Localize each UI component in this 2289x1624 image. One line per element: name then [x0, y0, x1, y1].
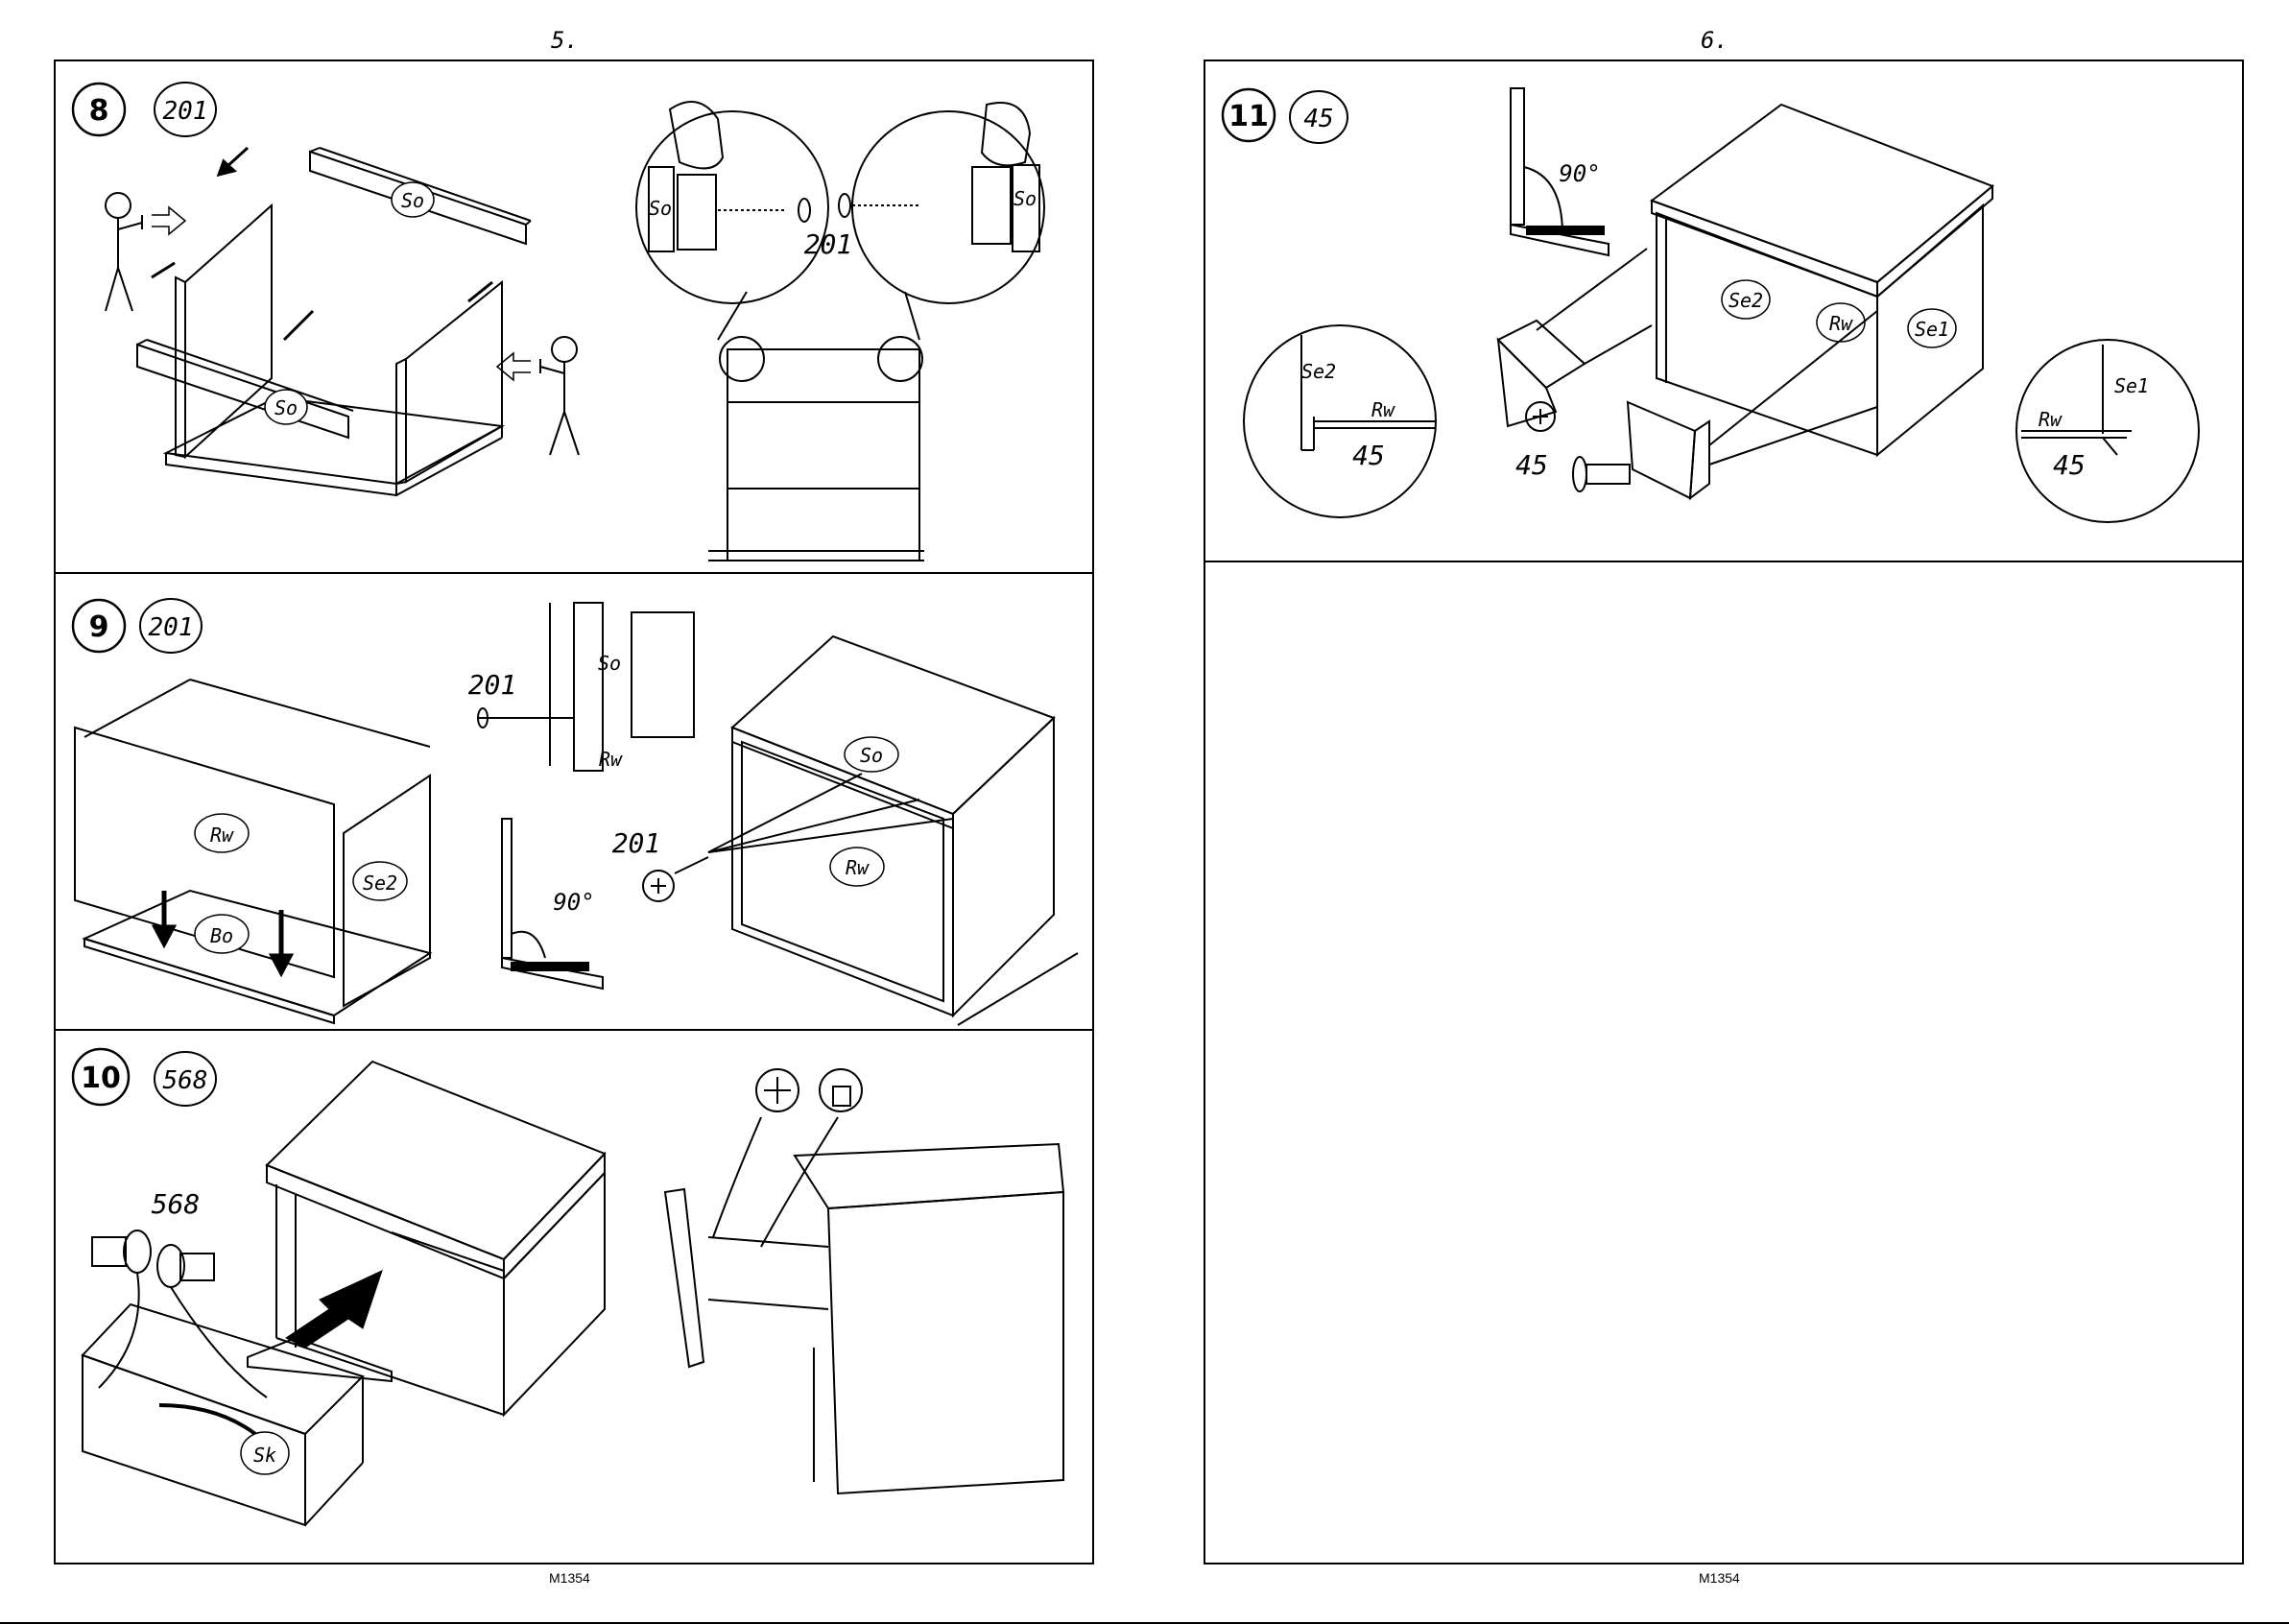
step-8-illustration: 8 201 So So — [56, 61, 1092, 570]
step-8-label-so-top: So — [401, 189, 424, 212]
step-10-screw-qty: 568 — [152, 1188, 201, 1220]
page-number-left: 5. — [551, 27, 579, 54]
step-11-number: 11 — [1228, 100, 1269, 133]
screw-icon — [713, 1069, 862, 1247]
page-number-right: 6. — [1701, 27, 1729, 54]
step-11-illustration: 11 45 90° Se2 Rw Se1 — [1205, 61, 2242, 559]
step-11-zoom-left-se2: Se2 — [1301, 360, 1336, 383]
page-ref-right: M1354 — [1699, 1570, 1740, 1586]
step-9-detail-so: So — [598, 652, 621, 675]
step-11-zoom-right — [2016, 340, 2199, 522]
step-8-board-front — [137, 340, 353, 438]
step-8-cabinet — [166, 205, 502, 495]
step-9-detail-rw: Rw — [599, 748, 623, 771]
step-11-cabinet — [1652, 105, 1992, 455]
step-9-label-rw: Rw — [210, 824, 234, 847]
screw-icon — [1573, 457, 1630, 491]
step-8-label-so-front: So — [274, 396, 298, 419]
step-9-number: 9 — [89, 610, 109, 644]
arrow-icon — [286, 1271, 382, 1348]
step-11-zoom-right-se1: Se1 — [2114, 374, 2149, 397]
step-11-screw-qty: 45 — [1515, 449, 1548, 481]
step-10-label-sk: Sk — [253, 1444, 276, 1467]
person-pushing-icon — [106, 193, 142, 311]
step-9-cabinet — [75, 680, 430, 1023]
arrow-icon — [152, 148, 492, 340]
step-11-zoom-left-qty: 45 — [1352, 440, 1385, 471]
step-8-label-so-zoom-left: So — [649, 197, 672, 220]
step-8-screw-qty: 201 — [804, 228, 853, 260]
step-11-zoom-right-qty: 45 — [2053, 449, 2086, 481]
step-9-cab-so: So — [860, 744, 883, 767]
step-11-label-se2: Se2 — [1729, 289, 1763, 312]
step-9-screw-qty-top: 201 — [468, 669, 517, 701]
step-11-zoom-left — [1244, 325, 1436, 517]
step-11-zoom-left-rw: Rw — [1371, 398, 1395, 421]
step-10-illustration: 10 568 Sk 568 — [56, 1031, 1092, 1563]
step-9-label-bo: Bo — [210, 924, 233, 947]
step-10-cabinet — [248, 1062, 605, 1415]
screw-icon — [643, 774, 953, 901]
step-10-number: 10 — [81, 1062, 121, 1095]
step-8-front-view — [708, 292, 924, 561]
step-10-side-view — [665, 1144, 1063, 1493]
step-8-qty: 201 — [163, 97, 208, 126]
step-9-cab-rw: Rw — [846, 856, 870, 879]
step-9-illustration: 9 201 Rw Bo Se2 So Rw — [56, 574, 1092, 1027]
screw-icon — [92, 1230, 267, 1397]
step-8-number: 8 — [89, 94, 109, 128]
page-ref-left: M1354 — [549, 1570, 590, 1586]
step-9-square-angle: 90° — [553, 889, 594, 916]
step-11-label-se1: Se1 — [1915, 318, 1949, 341]
right-divider-1 — [1204, 561, 2244, 562]
step-9-screw-qty-bottom: 201 — [612, 827, 661, 859]
step-8-label-so-zoom-right: So — [1013, 187, 1037, 210]
step-9-label-se2: Se2 — [363, 872, 397, 895]
step-9-qty: 201 — [149, 613, 194, 642]
step-11-square-angle: 90° — [1559, 160, 1600, 187]
step-10-qty: 568 — [163, 1066, 208, 1095]
person-pushing-icon — [540, 337, 579, 455]
step-11-qty: 45 — [1303, 105, 1333, 133]
arrow-icon — [152, 207, 185, 234]
step-9-cabinet-right — [732, 636, 1078, 1025]
step-11-zoom-right-rw: Rw — [2039, 408, 2062, 431]
step-11-label-rw: Rw — [1829, 312, 1853, 335]
